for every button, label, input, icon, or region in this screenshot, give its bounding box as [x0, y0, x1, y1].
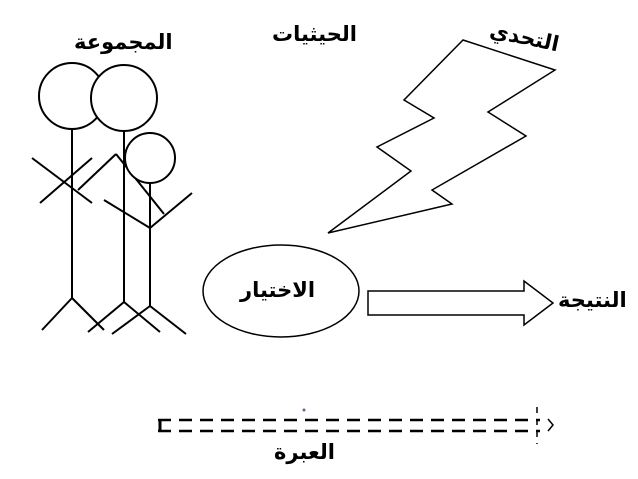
group-label: المجموعة [74, 30, 173, 54]
result-arrow-shape [367, 279, 555, 327]
choice-label: الاختيار [240, 278, 316, 302]
group-figures [31, 62, 193, 335]
lightning-bolt-shape [327, 39, 557, 234]
stick-figure-2 [77, 64, 165, 333]
considerations-label: الحيثيات [272, 22, 357, 46]
accent-dot [302, 408, 306, 412]
result-label: النتيجة [558, 288, 627, 312]
choice-ellipse [202, 244, 360, 338]
lesson-label: العبرة [274, 440, 335, 464]
lesson-dashed-arrow [158, 407, 554, 444]
stick-figure-3 [103, 132, 193, 335]
